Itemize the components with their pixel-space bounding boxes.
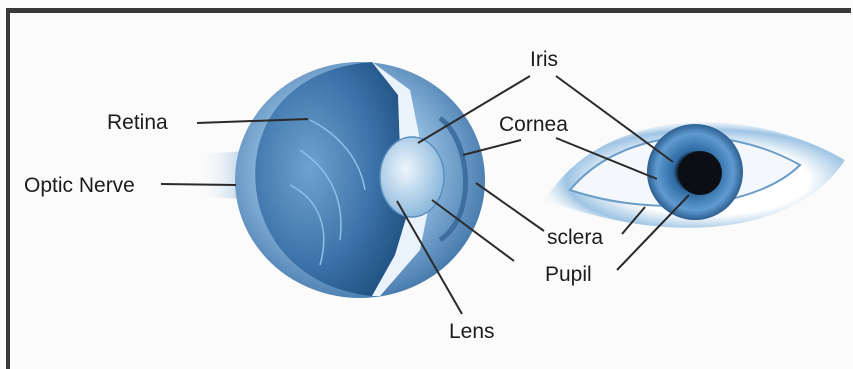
pupil-shape <box>678 151 722 195</box>
eyeball-cross-section <box>235 62 485 298</box>
optic-nerve-leader <box>161 184 236 185</box>
sclera-leader-left <box>476 183 544 231</box>
label-lens: Lens <box>449 320 495 343</box>
label-pupil: Pupil <box>545 263 592 286</box>
label-iris: Iris <box>530 48 558 71</box>
label-retina: Retina <box>107 111 168 134</box>
label-cornea: Cornea <box>499 113 568 136</box>
external-eye <box>545 122 845 228</box>
label-sclera: sclera <box>547 226 603 249</box>
lens-shape <box>380 137 444 217</box>
label-optic-nerve: Optic Nerve <box>24 174 135 197</box>
